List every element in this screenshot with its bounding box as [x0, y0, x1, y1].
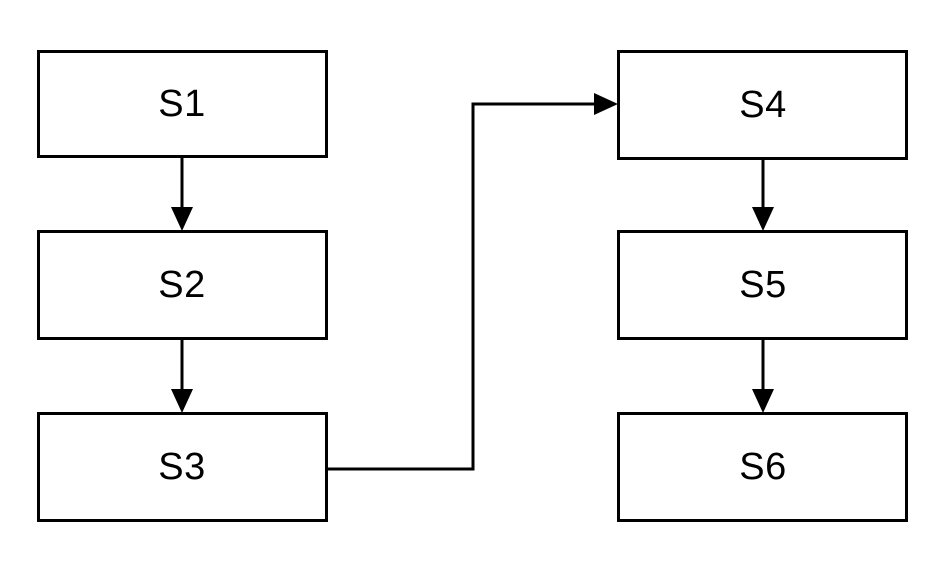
- edge-s1-to-s2: [171, 157, 193, 231]
- node-s2-box[interactable]: [37, 230, 328, 340]
- node-s5[interactable]: S5: [617, 230, 908, 340]
- node-s6-box[interactable]: [617, 412, 908, 522]
- node-s5-box[interactable]: [617, 230, 908, 340]
- node-s2-label: S2: [158, 264, 205, 306]
- edge-s2-to-s3-arrowhead: [171, 389, 193, 413]
- node-s3-box[interactable]: [37, 412, 328, 522]
- node-s3[interactable]: S3: [37, 412, 328, 522]
- edge-s2-to-s3: [171, 339, 193, 413]
- node-s6-label: S6: [739, 446, 786, 488]
- node-s4-label: S4: [739, 84, 786, 126]
- edge-s4-to-s5: [752, 159, 774, 231]
- edge-s3-to-s4: [327, 93, 618, 471]
- node-s4-box[interactable]: [617, 50, 908, 160]
- edge-s5-to-s6: [752, 339, 774, 413]
- node-s2[interactable]: S2: [37, 230, 328, 340]
- node-s6[interactable]: S6: [617, 412, 908, 522]
- node-s5-label: S5: [739, 264, 786, 306]
- edge-s3-to-s4-path: [327, 102, 600, 471]
- node-s4[interactable]: S4: [617, 50, 908, 160]
- node-s3-label: S3: [158, 446, 205, 488]
- edge-s4-to-s5-arrowhead: [752, 207, 774, 231]
- edge-s1-to-s2-arrowhead: [171, 207, 193, 231]
- node-s1-label: S1: [158, 83, 205, 125]
- node-s1[interactable]: S1: [37, 50, 328, 158]
- node-s1-box[interactable]: [37, 50, 328, 158]
- edge-s5-to-s6-arrowhead: [752, 389, 774, 413]
- edge-s3-to-s4-arrowhead: [594, 93, 618, 115]
